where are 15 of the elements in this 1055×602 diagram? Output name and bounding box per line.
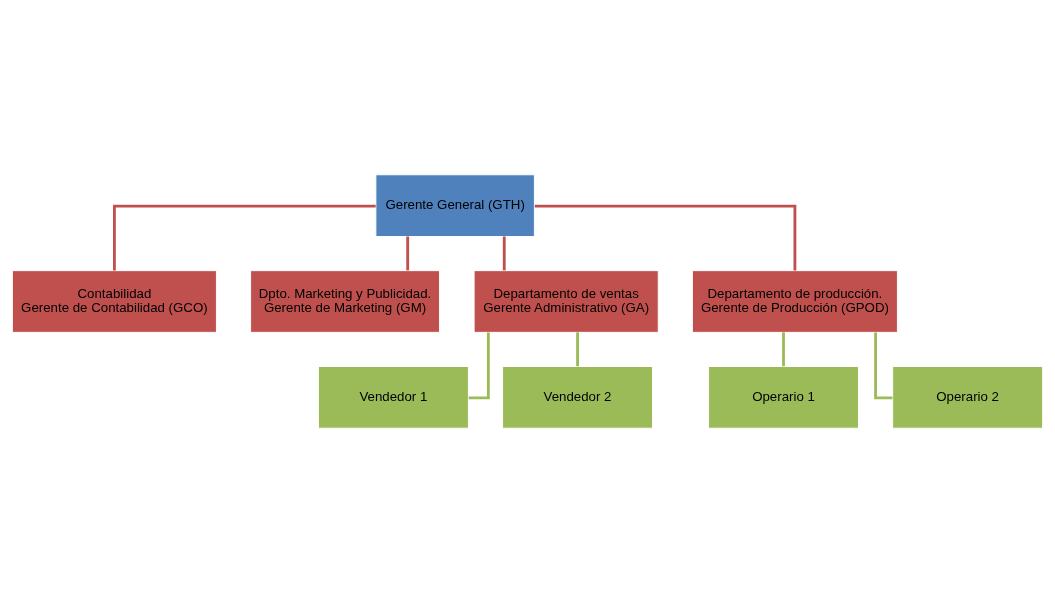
node-box: Gerente General (GTH)	[375, 173, 535, 237]
node-box: Contabilidad Gerente de Contabilidad (GCO)	[11, 269, 217, 333]
node-box: Dpto. Marketing y Publicidad. Gerente de Marketing (GM)	[250, 269, 440, 333]
node-box: Operario 2	[892, 365, 1044, 429]
node-box: Operario 1	[708, 365, 859, 429]
connector	[576, 331, 579, 366]
connector	[502, 236, 506, 270]
node-box: Vendedor 2	[502, 365, 653, 429]
node-box: Departamento de ventas Gerente Administrativo (GA)	[473, 269, 659, 333]
node-box: Vendedor 1	[318, 365, 469, 429]
connector	[113, 204, 376, 271]
connector	[782, 331, 785, 366]
connector	[406, 236, 410, 270]
node-box: Departamento de producción. Gerente de Producción (GPOD)	[691, 269, 898, 333]
connector	[534, 204, 797, 271]
